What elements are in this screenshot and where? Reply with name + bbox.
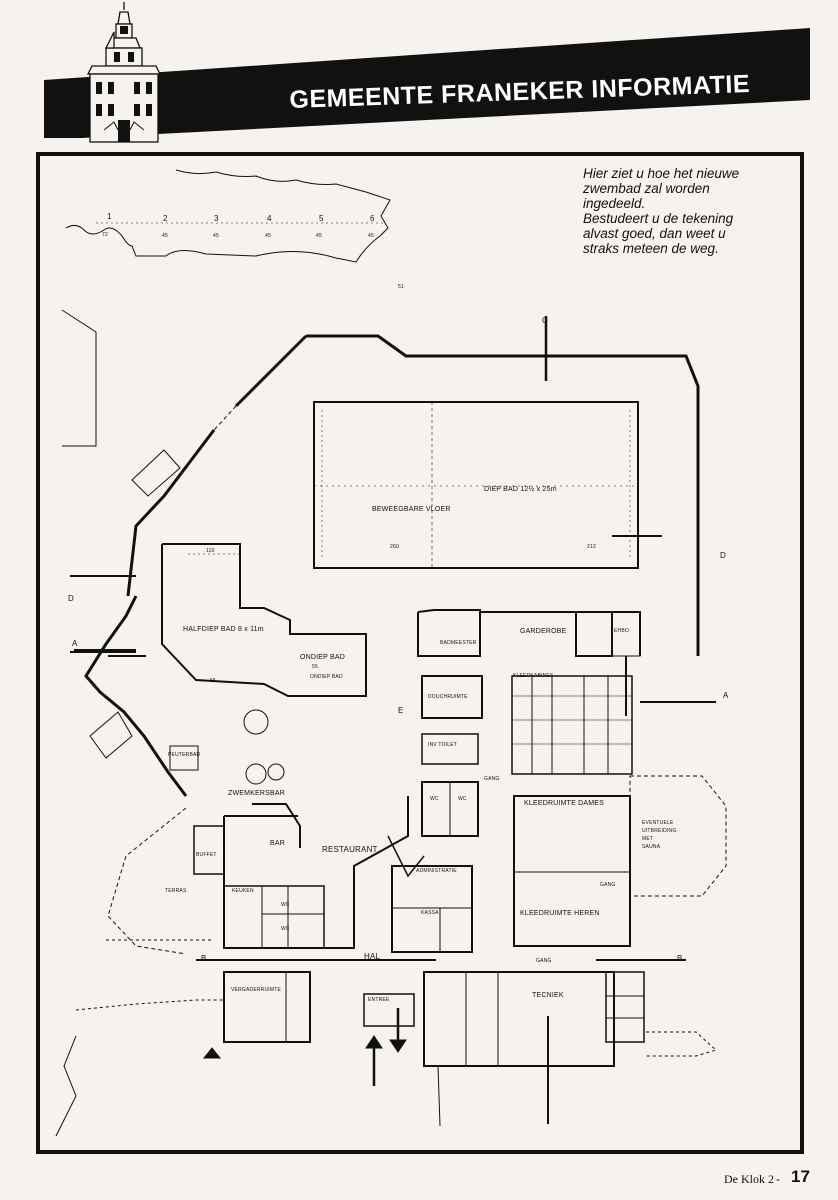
- movable-floor-label: BEWEEGBARE VLOER: [372, 506, 451, 513]
- section-mark-b: B: [677, 954, 683, 963]
- room-eventuele: EVENTUELE: [642, 820, 674, 826]
- intro-line: straks meteen de weg.: [583, 241, 719, 256]
- room-gang: GANG: [600, 882, 616, 888]
- section-mark-c: C: [542, 316, 548, 325]
- deep-pool-dimension: 212: [587, 544, 596, 550]
- room-wc: WC: [430, 796, 439, 802]
- intro-line: Hier ziet u hoe het nieuwe: [583, 166, 740, 181]
- deep-pool-dimension: 260: [390, 544, 399, 550]
- grid-number: 2: [163, 214, 168, 223]
- grid-number: 3: [214, 214, 219, 223]
- room-wc: WC: [281, 926, 290, 932]
- section-mark-a: A: [723, 691, 729, 700]
- grid-value: 45: [213, 233, 219, 239]
- section-mark-d: D: [68, 594, 74, 603]
- room-eventuele: MET: [642, 836, 654, 842]
- room-keuken: KEUKEN: [232, 888, 254, 894]
- room-kassa: KASSA: [421, 910, 439, 916]
- room-kleedkabines: KLEEDKABINES: [513, 673, 554, 679]
- room-restaurant: RESTAURANT: [322, 845, 378, 854]
- room-invtoilet: INV TOILET: [428, 742, 458, 748]
- room-administratie: ADMINISTRATIE: [416, 868, 457, 874]
- half-deep-dimension: 55: [210, 678, 216, 684]
- room-zwemkersbar: ZWEMKERSBAR: [228, 790, 286, 797]
- header-banner: GEMEENTE FRANEKER INFORMATIE: [40, 28, 810, 138]
- room-garderobe: GARDEROBE: [520, 628, 567, 635]
- page-number: 17: [791, 1167, 810, 1186]
- floor-plan-drawing: [36, 152, 804, 1154]
- room-gang: GANG: [536, 958, 552, 964]
- section-mark-b: B: [201, 954, 207, 963]
- section-mark-e: E: [398, 706, 404, 715]
- room-buffet: BUFFET: [196, 852, 217, 858]
- grid-value: 45: [316, 233, 322, 239]
- room-peuterbad: PEUTERBAD: [168, 752, 201, 758]
- grid-value: 72: [102, 232, 108, 238]
- shallow-pool-sublabel: ONDIEP BAD: [310, 674, 343, 680]
- grid-number: 5: [319, 214, 324, 223]
- banner-shape: [44, 28, 810, 138]
- grid-value: 45: [162, 233, 168, 239]
- grid-top-mark: 51: [398, 284, 404, 290]
- grid-number: 6: [370, 214, 375, 223]
- intro-text: Hier ziet u hoe het nieuwe zwembad zal w…: [583, 166, 783, 256]
- intro-line: ingedeeld.: [583, 196, 646, 211]
- half-deep-pool-label: HALFDIEP BAD 8 x 11m: [183, 626, 264, 633]
- room-bar: BAR: [270, 840, 285, 847]
- room-vergaderruimte: VERGADERRUIMTE: [231, 987, 282, 993]
- shallow-pool-label: ONDIEP BAD: [300, 654, 346, 661]
- footer-separator: -: [776, 1172, 780, 1186]
- intro-line: Bestudeert u de tekening: [583, 211, 734, 226]
- room-eventuele: SAUNA: [642, 844, 661, 850]
- deep-pool-label: DIEP BAD 12½ x 25m: [484, 486, 557, 493]
- grid-number: 1: [107, 212, 112, 221]
- room-entree: ENTREE: [368, 997, 390, 1003]
- shallow-pool-dimension: 55: [312, 664, 318, 670]
- room-douchruimte: DOUCHRUIMTE: [428, 694, 468, 700]
- room-wc: WC: [458, 796, 467, 802]
- grid-number: 4: [267, 214, 272, 223]
- town-hall-illustration: [86, 2, 162, 143]
- room-ehbo: EHBO: [614, 628, 629, 634]
- section-mark-d: D: [720, 551, 726, 560]
- room-eventuele: UITBREIDING: [642, 828, 677, 834]
- room-gang: GANG: [484, 776, 500, 782]
- footer-source: De Klok 2: [724, 1172, 774, 1186]
- half-deep-dimension: 110: [206, 548, 215, 554]
- room-kleedruimte-heren: KLEEDRUIMTE HEREN: [520, 910, 600, 917]
- room-kleedruimte-dames: KLEEDRUIMTE DAMES: [524, 800, 605, 807]
- room-tecniek: TECNIEK: [532, 992, 564, 999]
- intro-line: alvast goed, dan weet u: [583, 226, 726, 241]
- grid-value: 45: [265, 233, 271, 239]
- room-terras: TERRAS: [165, 888, 187, 894]
- room-badmeester: BADMEESTER: [440, 640, 477, 646]
- room-hal: HAL: [364, 952, 381, 961]
- room-wc: WC: [281, 902, 290, 908]
- plan-frame: [36, 152, 804, 1154]
- section-mark-a: A: [72, 639, 78, 648]
- grid-value: 45: [368, 233, 374, 239]
- intro-line: zwembad zal worden: [583, 181, 710, 196]
